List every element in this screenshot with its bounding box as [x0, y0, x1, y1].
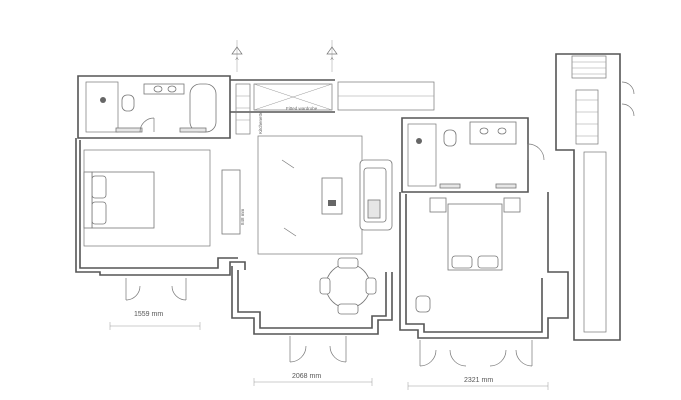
right-window-doors [419, 340, 533, 367]
shower-head-icon [100, 97, 106, 103]
dimension-right: 2321 mm [407, 377, 549, 390]
right-service-strip [555, 53, 635, 341]
toilet-icon [443, 129, 457, 147]
kitchenette-label: Kitchenette [258, 111, 263, 134]
right-bedroom [415, 197, 521, 313]
dining-set [319, 257, 377, 315]
right-bathroom [407, 121, 545, 189]
center-window-doors [289, 336, 347, 363]
left-bedroom [83, 149, 241, 247]
toilet-icon [121, 94, 135, 112]
fitted-wardrobe: Fitted wardrobe Kitchenette [235, 83, 333, 135]
left-window-doors [125, 278, 187, 301]
tv-console [221, 169, 241, 235]
section-marker-right-label: A [331, 56, 334, 61]
fitted-wardrobe-label: Fitted wardrobe [286, 106, 318, 111]
dimension-left: 1559 mm [109, 311, 201, 330]
armchair [415, 295, 431, 313]
dimension-left-label: 1559 mm [134, 311, 163, 318]
shower-head-icon [416, 138, 422, 144]
central-bay-walls [231, 266, 393, 335]
section-marker-right: A [326, 40, 338, 72]
dimension-center-label: 2068 mm [292, 373, 321, 380]
left-unit-walls [75, 75, 335, 276]
room-width-label: 848 mm [240, 208, 245, 225]
vanity-unit [143, 83, 185, 95]
right-unit-walls [399, 117, 569, 339]
dimension-right-label: 2321 mm [464, 377, 493, 384]
coffee-table [321, 177, 343, 215]
center-balcony [337, 81, 435, 111]
dining-table [325, 263, 371, 309]
vanity-unit [469, 121, 517, 145]
section-marker-left-label: A [236, 56, 239, 61]
dimension-center: 2068 mm [253, 373, 373, 386]
living-room: 848 mm [240, 135, 393, 255]
left-bathroom [85, 81, 217, 133]
bathtub-icon [189, 83, 217, 133]
section-marker-left: A [231, 40, 243, 72]
